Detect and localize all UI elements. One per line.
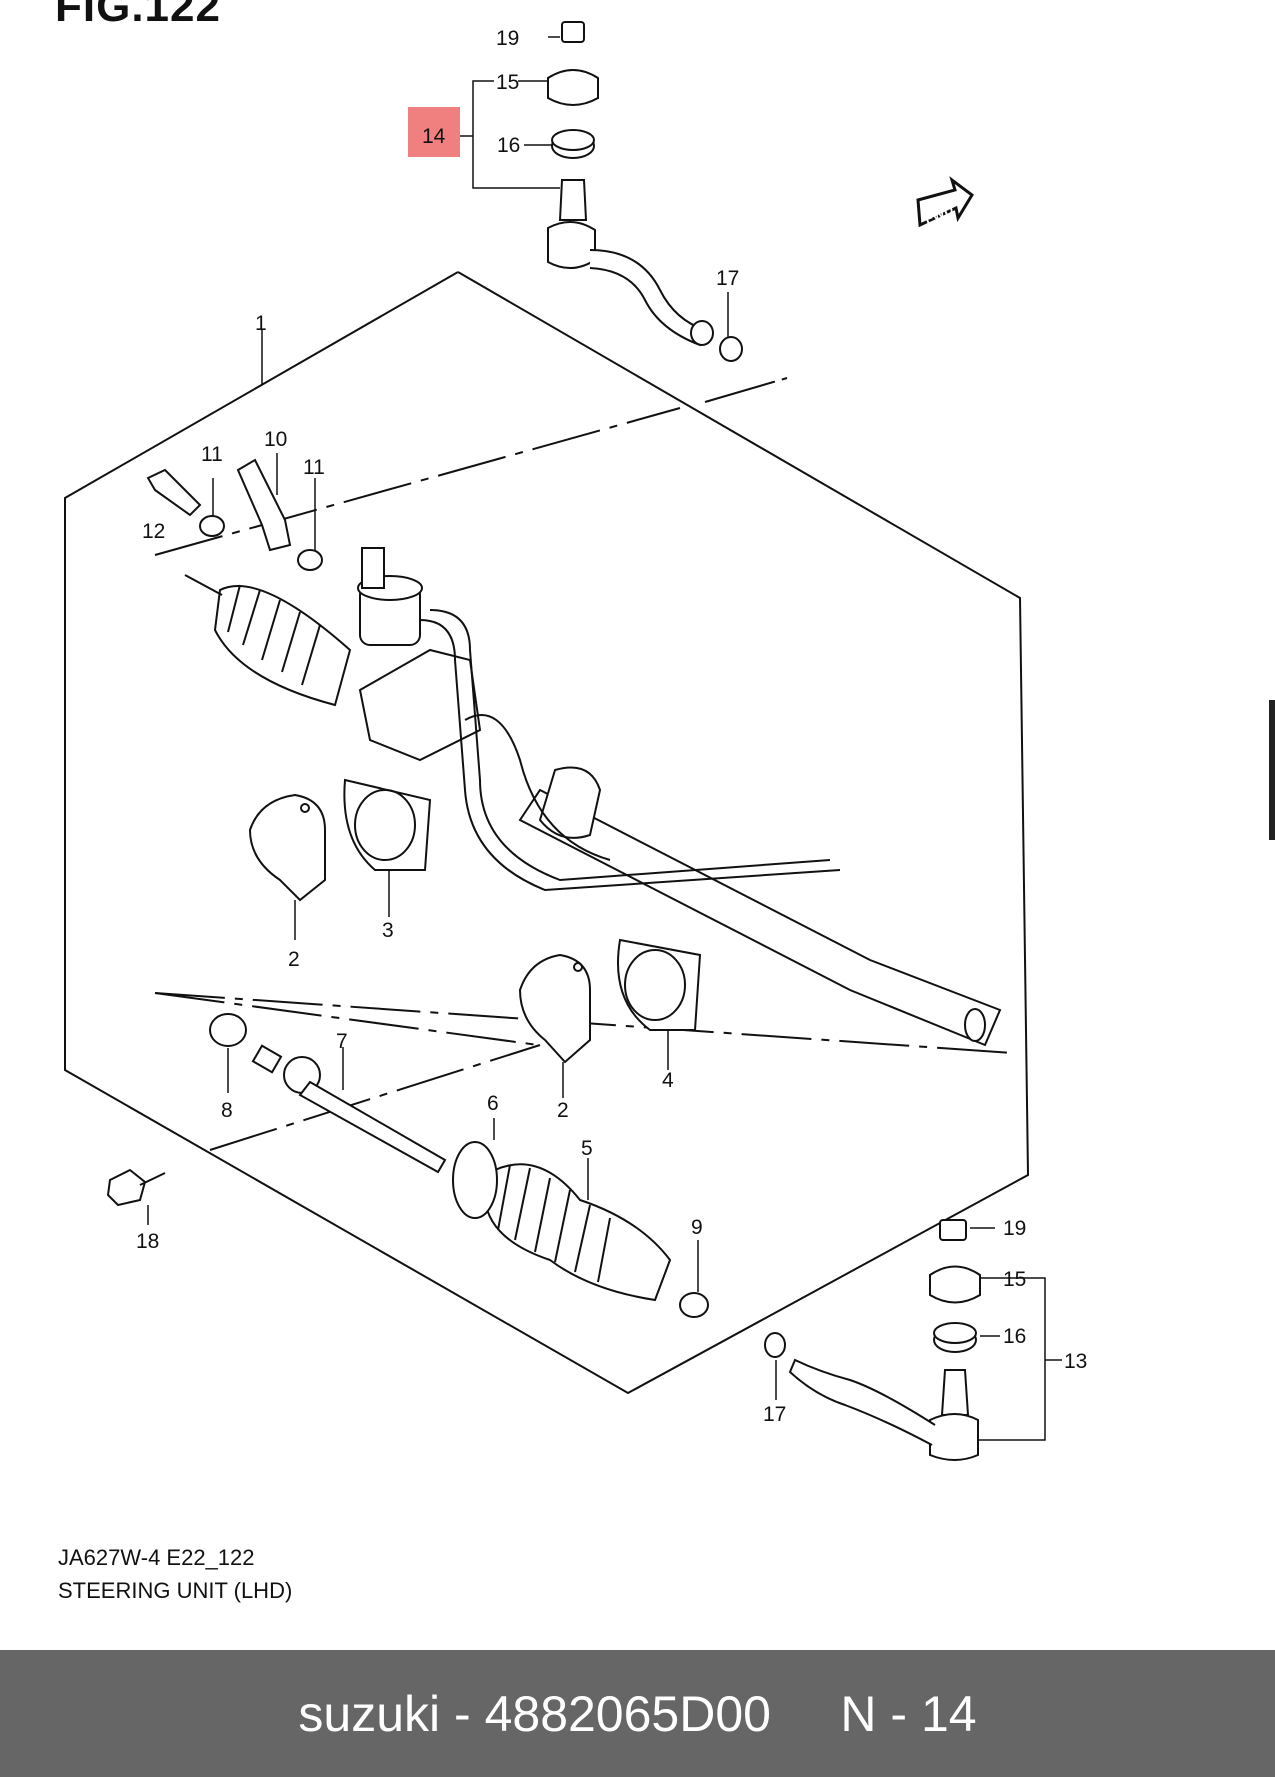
leader-lines bbox=[147, 36, 1062, 1441]
callout-2-upper: 2 bbox=[288, 948, 300, 971]
callout-18: 18 bbox=[136, 1230, 159, 1253]
diagram-code: JA627W-4 E22_122 bbox=[58, 1545, 255, 1570]
bolt-12 bbox=[146, 468, 202, 517]
steering-rack-housing bbox=[357, 547, 1002, 1047]
tie-rod-end-top bbox=[547, 21, 743, 362]
footer-bar: suzuki - 4882065D00 N - 14 bbox=[0, 1650, 1275, 1777]
clamp-2-upper bbox=[248, 793, 326, 902]
part-number-label: suzuki - 4882065D00 N - 14 bbox=[298, 1685, 977, 1742]
callout-17-top: 17 bbox=[716, 267, 739, 290]
callout-1: 1 bbox=[255, 312, 267, 335]
callout-15-top: 15 bbox=[496, 71, 519, 94]
reference-line-bottom bbox=[154, 992, 539, 1046]
callout-17-bottom: 17 bbox=[763, 1403, 786, 1426]
union-bolt-10 bbox=[236, 458, 292, 552]
callout-16-top: 16 bbox=[497, 134, 520, 157]
reference-line-upper bbox=[704, 377, 788, 403]
highlight-box bbox=[408, 107, 460, 157]
washer-11b bbox=[297, 549, 323, 571]
diagram-caption: STEERING UNIT (LHD) bbox=[58, 1578, 293, 1603]
callout-19-top: 19 bbox=[496, 27, 519, 50]
boot-5 bbox=[483, 1163, 672, 1302]
ring-6 bbox=[452, 1141, 498, 1219]
bolt-18 bbox=[106, 1168, 166, 1207]
callout-4: 4 bbox=[662, 1069, 674, 1092]
callout-14: 14 bbox=[422, 125, 446, 148]
reference-line-tierod bbox=[209, 1044, 541, 1151]
callout-11-left: 11 bbox=[201, 443, 223, 466]
washer-11a bbox=[199, 515, 225, 537]
callout-8: 8 bbox=[221, 1099, 233, 1122]
clip-9 bbox=[679, 1292, 709, 1318]
fwd-arrow-icon bbox=[916, 176, 974, 228]
bushing-4 bbox=[617, 938, 702, 1031]
reference-line-rack bbox=[154, 407, 681, 556]
callout-19-bottom: 19 bbox=[1003, 1217, 1026, 1240]
callout-12: 12 bbox=[142, 520, 165, 543]
bushing-3 bbox=[343, 778, 432, 871]
tie-rod-end-bottom bbox=[764, 1219, 981, 1461]
callout-2-lower: 2 bbox=[557, 1099, 569, 1122]
callout-16-bottom: 16 bbox=[1003, 1325, 1026, 1348]
callout-10: 10 bbox=[264, 428, 287, 451]
figure-title: FIG.122 bbox=[55, 0, 221, 31]
edge-mark-upper bbox=[1269, 700, 1275, 840]
callout-3: 3 bbox=[382, 919, 394, 942]
callout-6: 6 bbox=[487, 1092, 499, 1115]
lock-washer-8 bbox=[209, 1013, 247, 1047]
assembly-outline bbox=[64, 271, 1030, 1395]
clamp-2-lower bbox=[518, 953, 591, 1064]
callout-labels: 1 2 2 3 4 5 6 7 8 9 10 11 11 12 13 14 15… bbox=[136, 27, 1087, 1426]
parts-diagram: 1 2 2 3 4 5 6 7 8 9 10 11 11 12 13 14 15… bbox=[64, 21, 1087, 1461]
callout-9: 9 bbox=[691, 1216, 703, 1239]
callout-13: 13 bbox=[1064, 1350, 1087, 1373]
callout-15-bottom: 15 bbox=[1003, 1268, 1026, 1291]
callout-11-right: 11 bbox=[303, 456, 325, 479]
callout-7: 7 bbox=[336, 1030, 348, 1053]
callout-5: 5 bbox=[581, 1137, 593, 1160]
inner-tie-rod-7 bbox=[251, 1044, 447, 1174]
rack-boot-left bbox=[184, 574, 352, 707]
